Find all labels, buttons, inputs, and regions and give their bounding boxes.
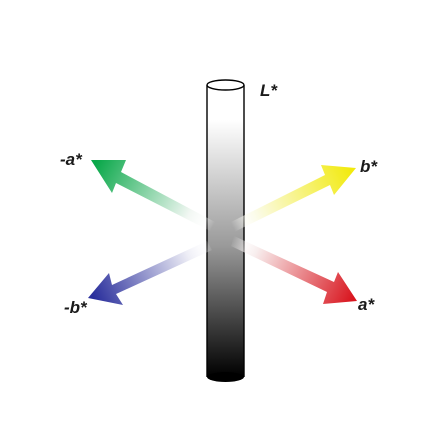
positive-b-yellow-arrow	[231, 165, 356, 232]
lightness-cylinder-bottom-cap	[207, 372, 244, 382]
negative-b-label: -b*	[64, 298, 88, 317]
lightness-axis-cylinder	[206, 79, 245, 382]
negative-a-label: -a*	[60, 150, 83, 169]
negative-b-blue-arrow	[88, 241, 212, 305]
lightness-cylinder-top-cap	[206, 79, 245, 91]
lightness-cylinder-body	[207, 85, 244, 377]
positive-a-red-arrow	[231, 236, 357, 304]
lightness-label: L*	[260, 81, 278, 100]
negative-a-green-arrow	[91, 160, 215, 232]
positive-b-label: b*	[360, 157, 378, 176]
positive-a-label: a*	[358, 295, 375, 314]
